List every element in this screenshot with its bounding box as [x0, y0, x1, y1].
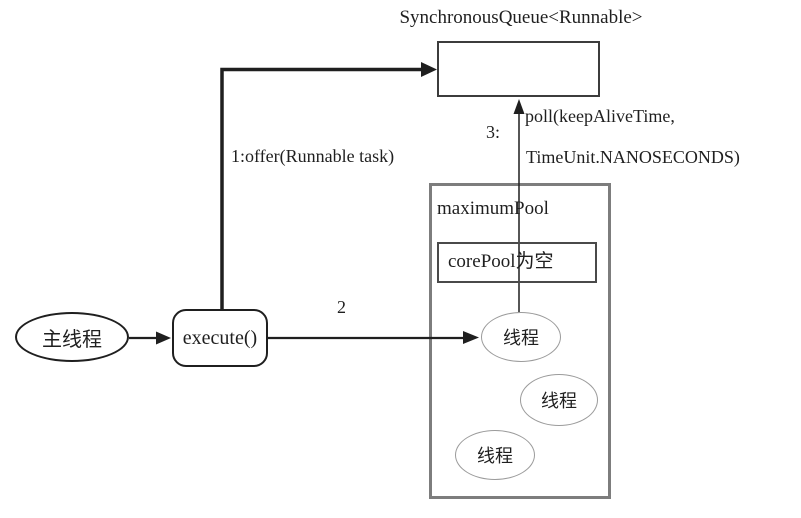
offer-edge-label: 1:offer(Runnable task): [231, 146, 395, 166]
poll-arrowhead: [513, 99, 525, 114]
thread-node-2: 线程: [520, 374, 598, 426]
core-pool-box: corePool为空: [437, 242, 597, 283]
main-to-execute-arrowhead: [156, 331, 171, 345]
thread-node-2-label: 线程: [541, 391, 577, 411]
main-thread-node: 主线程: [15, 312, 129, 362]
synchronous-queue-box: [437, 41, 600, 97]
offer-arrow-line: [220, 67, 421, 309]
main-thread-label: 主线程: [42, 328, 102, 351]
execute-node: execute(): [172, 309, 268, 367]
thread-node-1: 线程: [481, 312, 561, 362]
thread-node-1-label: 线程: [503, 328, 539, 348]
maximum-pool-box: [429, 183, 611, 499]
queue-title: SynchronousQueue<Runnable>: [399, 7, 643, 28]
poll-edge-label-line2: TimeUnit.NANOSECONDS): [526, 147, 740, 167]
offer-arrowhead: [421, 62, 437, 77]
step3-edge-label: 3:: [486, 122, 501, 142]
execute-label: execute(): [182, 326, 258, 349]
thread-node-3: 线程: [455, 430, 535, 480]
poll-edge-label-line1: poll(keepAliveTime,: [525, 106, 675, 126]
maximum-pool-label: maximumPool: [437, 198, 549, 219]
thread-node-3-label: 线程: [477, 446, 513, 466]
step2-edge-label: 2: [337, 297, 346, 317]
